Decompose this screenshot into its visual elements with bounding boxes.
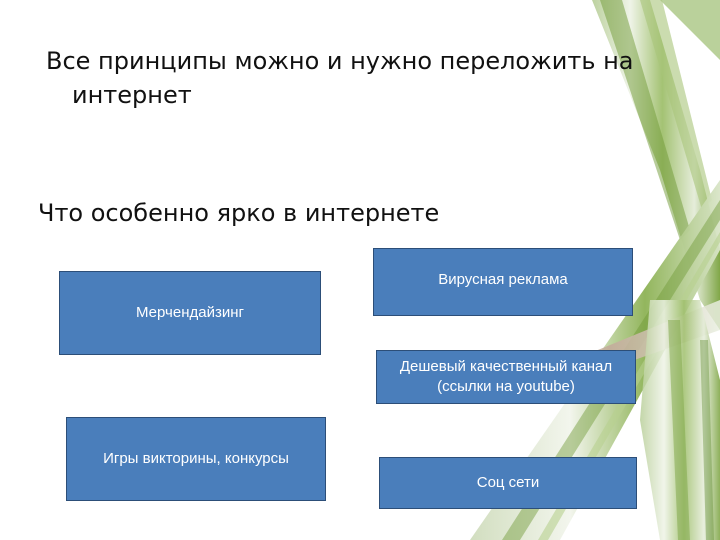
viral-ads-box: Вирусная реклама [373, 248, 633, 316]
merchandising-box: Мерчендайзинг [59, 271, 321, 355]
games-quizzes-box: Игры викторины, конкурсы [66, 417, 326, 501]
games-quizzes-label: Игры викторины, конкурсы [103, 450, 289, 467]
cheap-channel-box: Дешевый качественный канал (ссылки на yo… [376, 350, 636, 404]
social-networks-label: Соц сети [476, 474, 540, 491]
slide-title: Все принципы можно и нужно переложить на… [46, 47, 634, 109]
social-networks-box: Соц сети [379, 457, 637, 509]
slide-subtitle: Что особенно ярко в интернете [38, 199, 440, 227]
merchandising-label: Мерчендайзинг [136, 304, 244, 321]
viral-ads-label: Вирусная реклама [438, 271, 568, 288]
cheap-channel-label: Дешевый качественный канал (ссылки на yo… [399, 358, 613, 395]
